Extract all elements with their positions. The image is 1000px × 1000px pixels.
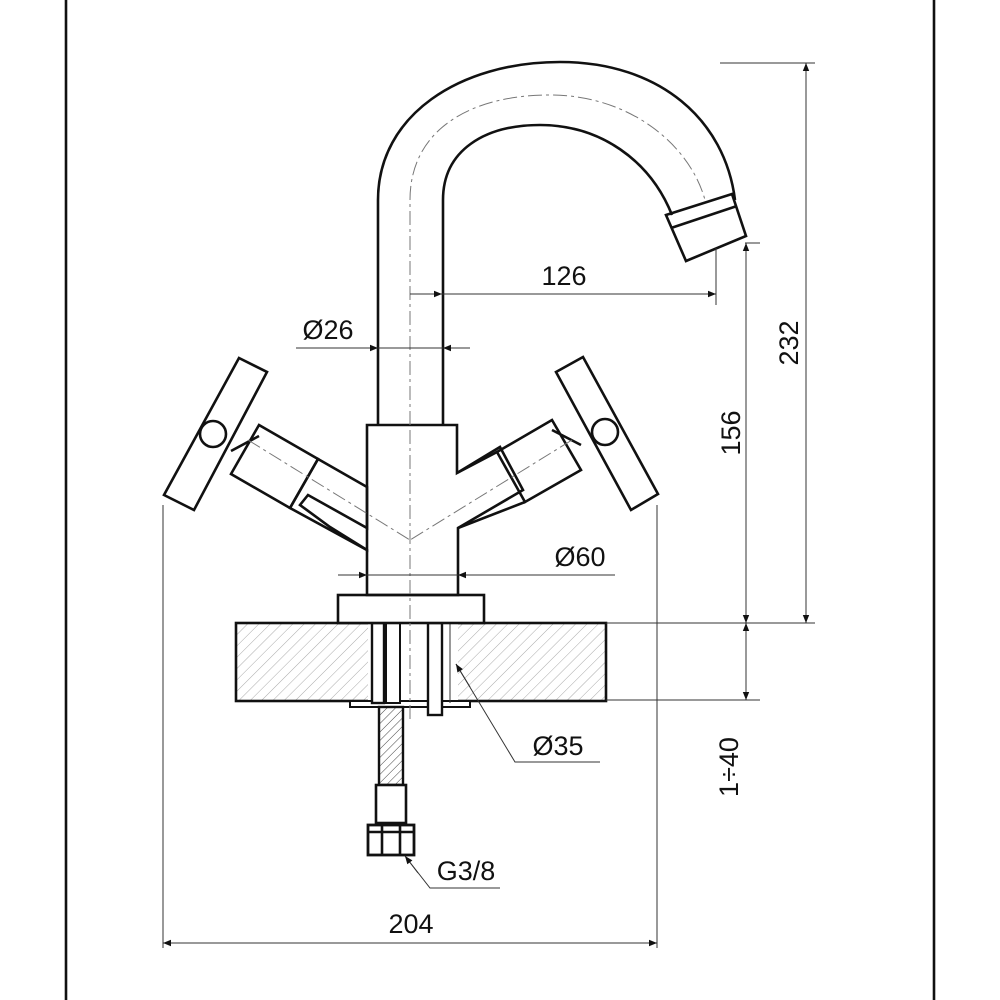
dim-counter-thickness: 1÷40	[714, 623, 750, 797]
dim-outlet-height: 156	[716, 243, 750, 700]
dim-spout-diameter: Ø26	[296, 315, 470, 352]
dim-label-total-width: 204	[388, 909, 433, 939]
dim-label-outlet-height: 156	[716, 410, 746, 455]
base-flange	[336, 593, 486, 625]
dim-spout-reach: 126	[410, 261, 716, 298]
left-valve-housing	[229, 423, 369, 553]
dim-mounting-hole: Ø35	[455, 663, 600, 763]
swivel-spout	[376, 60, 748, 425]
dim-label-spout-diameter: Ø26	[302, 315, 353, 345]
dim-label-mounting-hole: Ø35	[532, 731, 583, 761]
countertop-section	[234, 621, 608, 708]
right-cross-handle	[554, 355, 660, 512]
supply-hose	[366, 705, 416, 857]
dim-label-supply-connection: G3/8	[437, 856, 496, 886]
drawing-frame	[64, 0, 936, 1000]
faucet-body	[298, 423, 525, 597]
dim-supply-connection: G3/8	[404, 855, 500, 889]
extension-lines	[162, 62, 815, 948]
dim-total-width: 204	[163, 909, 657, 947]
dim-label-spout-reach: 126	[541, 261, 586, 291]
dim-label-total-height: 232	[774, 320, 804, 365]
dim-total-height: 232	[774, 63, 810, 623]
left-cross-handle	[162, 356, 269, 512]
dim-label-counter-thickness: 1÷40	[714, 737, 744, 797]
right-valve-housing	[456, 418, 583, 530]
dim-label-body-diameter: Ø60	[554, 542, 605, 572]
dim-body-diameter: Ø60	[338, 542, 615, 579]
